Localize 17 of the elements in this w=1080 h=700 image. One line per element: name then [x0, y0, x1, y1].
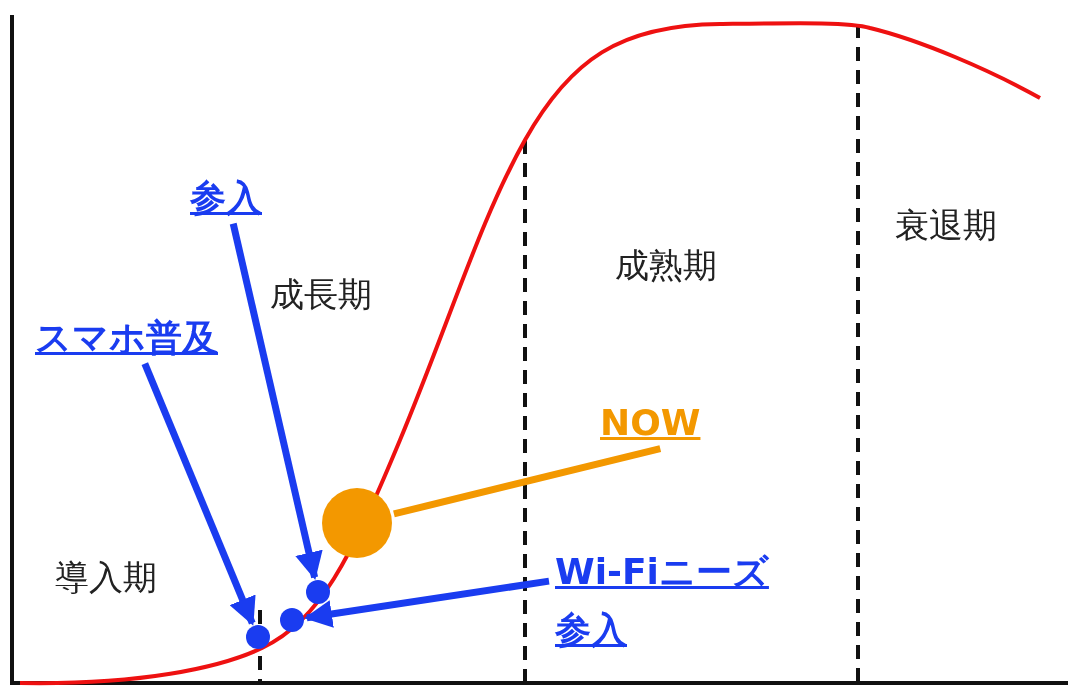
stage-label: 導入期 — [55, 556, 157, 599]
arrow — [141, 362, 256, 626]
arrow — [229, 222, 323, 581]
milestone-dot — [306, 580, 330, 604]
arrow — [304, 577, 550, 628]
stage-label: 成熟期 — [615, 244, 717, 287]
stage-label: 衰退期 — [895, 204, 997, 247]
milestone-dot — [246, 625, 270, 649]
annotation-link: スマホ普及 — [35, 318, 218, 358]
annotation-link: 参入 — [555, 609, 628, 650]
stage-label: 成長期 — [270, 273, 372, 316]
connector-line — [393, 445, 662, 518]
milestone-dot — [280, 608, 304, 632]
annotation-link: Wi-Fiニーズ — [555, 552, 769, 592]
now-marker — [322, 488, 392, 558]
annotation-link: 参入 — [190, 178, 262, 218]
annotation-link: NOW — [600, 403, 701, 443]
